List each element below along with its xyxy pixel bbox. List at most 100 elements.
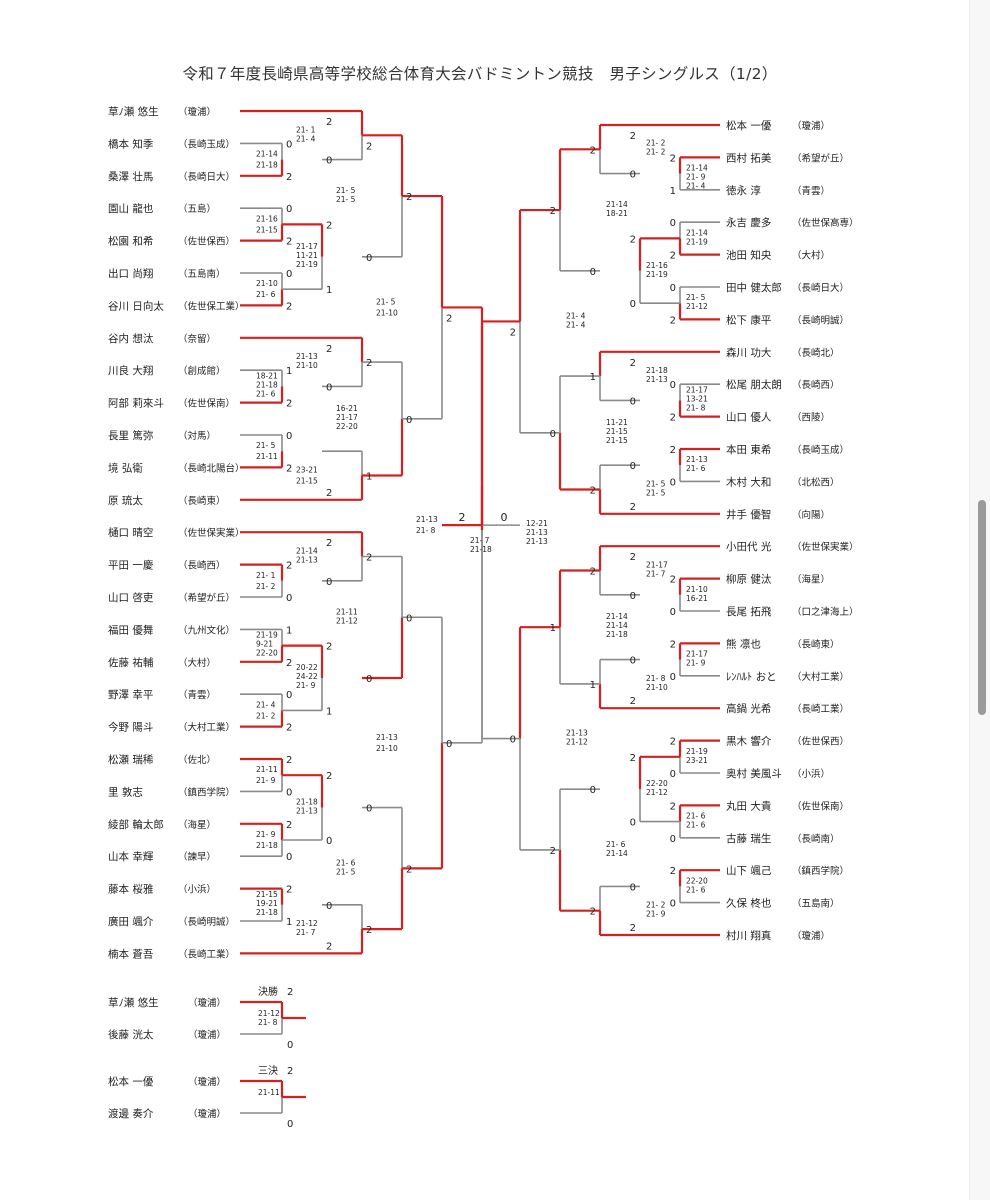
result-number: 2 xyxy=(590,907,596,918)
player-name: 丸田 大貴 xyxy=(726,799,771,812)
result-number: 0 xyxy=(286,431,292,442)
score-label: 21-11 xyxy=(258,1088,280,1097)
score-label: 16-21 xyxy=(686,594,708,603)
result-number: 2 xyxy=(670,737,676,748)
player-school: （長崎明誠） xyxy=(178,916,235,928)
result-number: 0 xyxy=(366,674,372,685)
player-school: （佐世保西） xyxy=(792,736,849,748)
score-label: 21- 8 xyxy=(258,1018,278,1027)
score-label: 21-14 xyxy=(606,200,628,209)
result-number: 1 xyxy=(366,472,372,483)
result-number: 2 xyxy=(670,575,676,586)
score-label: 21-15 xyxy=(606,427,628,436)
score-label: 21- 5 xyxy=(336,195,356,204)
score-label: 21-13 xyxy=(686,455,708,464)
score-label: 21-14 xyxy=(606,612,628,621)
result-number: 1 xyxy=(326,285,332,296)
score-label: 13-21 xyxy=(686,394,708,403)
result-number: 0 xyxy=(286,690,292,701)
result-number: 0 xyxy=(670,899,676,910)
result-number: 0 xyxy=(326,382,332,393)
scrollbar-thumb[interactable] xyxy=(978,500,986,715)
score-label: 21-18 xyxy=(256,841,278,850)
score-label: 21- 5 xyxy=(336,186,356,195)
result-number: 2 xyxy=(670,251,676,262)
result-number: 2 xyxy=(670,413,676,424)
result-number: 0 xyxy=(446,739,452,750)
player-school: （瓊浦） xyxy=(188,997,226,1009)
player-name: 松下 康平 xyxy=(726,313,771,326)
result-number: 2 xyxy=(326,538,332,549)
result-number: 2 xyxy=(510,327,516,338)
result-number: 2 xyxy=(286,885,292,896)
result-number: 2 xyxy=(630,552,636,563)
score-label: 9-21 xyxy=(256,640,273,649)
score-label: 21- 9 xyxy=(686,659,706,668)
score-label: 21- 9 xyxy=(296,681,316,690)
result-number: 0 xyxy=(630,882,636,893)
player-name: 佐藤 祐輔 xyxy=(108,656,154,669)
result-number: 2 xyxy=(326,642,332,653)
score-label: 21- 5 xyxy=(646,480,666,489)
player-name: 高鍋 光希 xyxy=(726,702,771,715)
player-name: 長尾 拓飛 xyxy=(726,606,772,618)
score-label: 21-13 xyxy=(566,729,588,738)
score-label: 21-14 xyxy=(296,547,318,556)
player-name: 松本 一優 xyxy=(108,1075,154,1088)
score-label: 21-10 xyxy=(296,361,318,370)
result-number: 0 xyxy=(287,1119,293,1130)
score-label: 21-19 xyxy=(686,237,708,246)
result-number: 0 xyxy=(510,735,516,746)
player-school: （諫早） xyxy=(178,851,216,863)
score-label: 21-14 xyxy=(686,228,708,237)
score-label: 21- 8 xyxy=(416,526,436,535)
player-school: （佐世保高専） xyxy=(792,217,859,229)
player-name: 川良 大翔 xyxy=(108,364,153,377)
player-name: 後藤 洸太 xyxy=(108,1028,154,1041)
player-school: （長崎西） xyxy=(792,379,840,391)
result-number: 2 xyxy=(286,399,292,410)
result-number: 2 xyxy=(630,753,636,764)
score-label: 21- 9 xyxy=(646,910,666,919)
player-school: （長崎北陽台） xyxy=(178,462,245,474)
result-number: 0 xyxy=(670,834,676,845)
player-school: （佐世保工業） xyxy=(178,300,245,312)
score-label: 21- 7 xyxy=(646,570,666,579)
result-number: 2 xyxy=(326,117,332,128)
player-school: （佐世保西） xyxy=(178,236,235,248)
result-number: 0 xyxy=(670,380,676,391)
score-label: 21-13 xyxy=(376,733,398,742)
result-number: 2 xyxy=(286,723,292,734)
page-title: 令和７年度長崎県高等学校総合体育大会バドミントン競技 男子シングルス（1/2） xyxy=(182,65,778,83)
player-school: （創成館） xyxy=(178,365,226,377)
result-number: 2 xyxy=(286,301,292,312)
score-label: 21-18 xyxy=(470,545,492,554)
player-school: （五島） xyxy=(178,203,216,215)
score-label: 21-18 xyxy=(646,366,668,375)
result-number: 2 xyxy=(326,771,332,782)
player-school: （対馬） xyxy=(178,430,216,442)
result-number: 2 xyxy=(366,358,372,369)
score-label: 21-11 xyxy=(256,765,278,774)
result-number: 2 xyxy=(630,358,636,369)
score-label: 18-21 xyxy=(256,371,278,380)
score-label: 23-21 xyxy=(296,466,318,475)
result-number: 2 xyxy=(459,511,466,524)
player-name: 山本 幸輝 xyxy=(108,850,154,863)
player-school: （長崎玉成） xyxy=(792,444,849,456)
player-name: 山口 啓吏 xyxy=(108,591,154,604)
player-name: 桑澤 壮馬 xyxy=(108,171,153,183)
player-school: （大村工業） xyxy=(178,722,235,734)
result-number: 0 xyxy=(630,818,636,829)
player-school: （長崎日大） xyxy=(792,282,849,294)
result-number: 2 xyxy=(406,864,412,875)
player-name: 廣田 颯介 xyxy=(108,915,154,928)
score-label: 21- 6 xyxy=(606,840,626,849)
score-label: 21- 7 xyxy=(470,536,490,545)
result-number: 2 xyxy=(286,463,292,474)
player-name: 山口 優人 xyxy=(726,411,772,424)
player-name: 楠本 蒼吾 xyxy=(108,947,154,960)
result-number: 1 xyxy=(550,623,556,634)
player-name: 松瀬 瑞稀 xyxy=(108,753,154,766)
player-name: 小田代 光 xyxy=(726,540,772,553)
